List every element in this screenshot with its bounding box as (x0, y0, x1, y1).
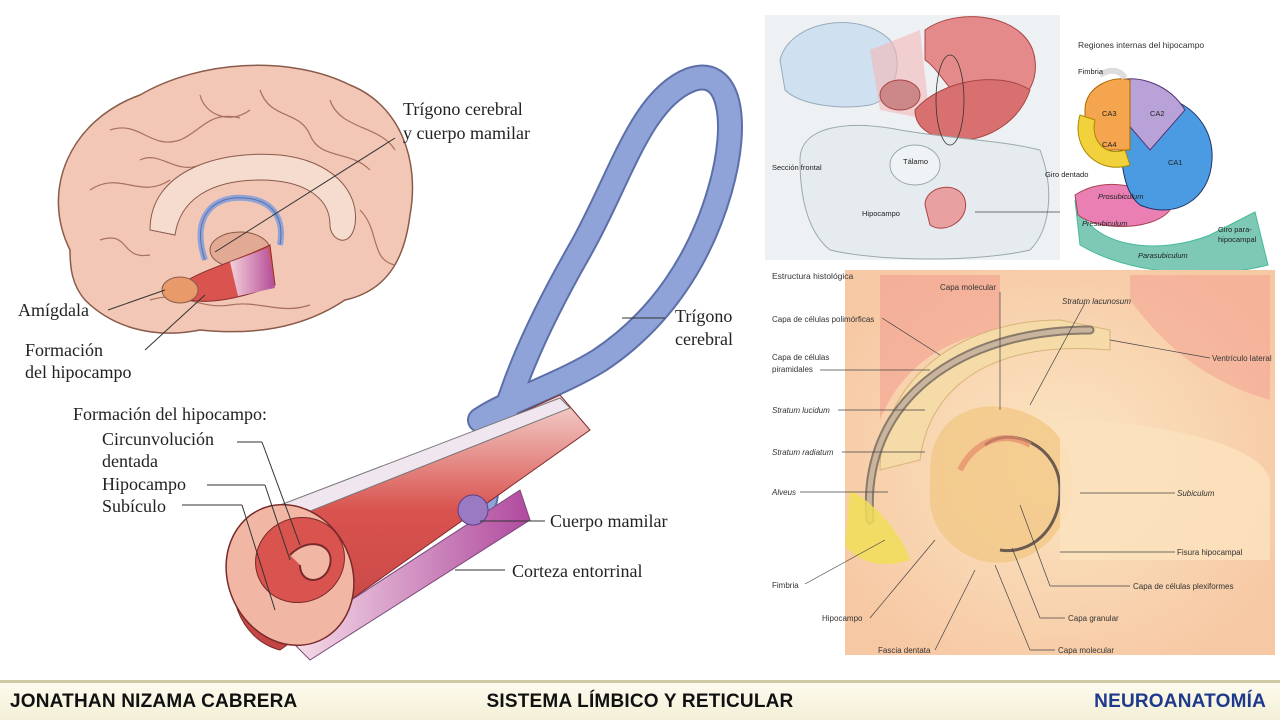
label-trigono-cuerpo-l1: Trígono cerebral (403, 99, 523, 119)
top-right-labels: Regiones internas del hipocampo Fimbria … (772, 40, 1257, 260)
label-amigdala: Amígdala (18, 300, 89, 320)
label-regiones-title: Regiones internas del hipocampo (1078, 40, 1204, 50)
label-trigono-cuerpo-l2: y cuerpo mamilar (403, 123, 530, 143)
label-ca2: CA2 (1150, 109, 1165, 118)
label-parasubiculum: Parasubiculum (1138, 251, 1188, 260)
label-prosubiculum: Prosubiculum (1098, 192, 1143, 201)
hippocampal-regions-illustration (975, 67, 1269, 274)
label-trigono-l1: Trígono (675, 306, 732, 326)
footer-bar: SISTEMA LÍMBICO Y RETICULAR JONATHAN NIZ… (0, 680, 1280, 720)
brain-sagittal-illustration (57, 64, 414, 334)
label-estructura-title: Estructura histológica (772, 271, 854, 281)
label-fascia: Fascia dentata (878, 646, 931, 655)
label-giro-para-l1: Giro para- (1218, 225, 1252, 234)
label-piramidales-l2: piramidales (772, 365, 813, 374)
label-ventriculo: Ventrículo lateral (1212, 354, 1272, 363)
label-giro-para-l2: hipocampal (1218, 235, 1257, 244)
label-trigono-l2: cerebral (675, 329, 733, 349)
footer-topic: SISTEMA LÍMBICO Y RETICULAR (486, 691, 794, 712)
label-subiculum: Subiculum (1177, 489, 1215, 498)
footer-author: JONATHAN NIZAMA CABRERA (10, 691, 298, 712)
label-fisura: Fisura hipocampal (1177, 548, 1243, 557)
histology-illustration (845, 270, 1275, 655)
label-hipocampo-hist: Hipocampo (822, 614, 863, 623)
label-formacion-title: Formación del hipocampo: (73, 404, 267, 424)
neuroanatomy-figure: Trígono cerebral y cuerpo mamilar Amígda… (18, 15, 1275, 661)
label-stratum-lucidum: Stratum lucidum (772, 406, 830, 415)
label-fimbria-top: Fimbria (1078, 67, 1104, 76)
label-subiculo: Subículo (102, 496, 166, 516)
label-giro-dentado: Giro dentado (1045, 170, 1088, 179)
footer-course: NEUROANATOMÍA (1094, 691, 1266, 712)
label-piramidales-l1: Capa de células (772, 353, 829, 362)
label-talamo: Tálamo (903, 157, 928, 166)
label-alveus: Alveus (771, 488, 796, 497)
label-ca3: CA3 (1102, 109, 1117, 118)
left-labels: Trígono cerebral y cuerpo mamilar Amígda… (18, 99, 733, 581)
label-circunvolucion-l1: Circunvolución (102, 429, 214, 449)
label-presubiculum: Presubiculum (1082, 219, 1127, 228)
label-hipocampo: Hipocampo (102, 474, 186, 494)
label-plexiformes: Capa de células plexiformes (1133, 582, 1234, 591)
label-stratum-radiatum: Stratum radiatum (772, 448, 834, 457)
label-polimorficas: Capa de células polimórficas (772, 315, 874, 324)
left-leader-lines (107, 137, 665, 611)
label-fimbria-hist: Fimbria (772, 581, 799, 590)
label-cuerpo-mamilar: Cuerpo mamilar (550, 511, 667, 531)
label-stratum-lacunosum: Stratum lacunosum (1062, 297, 1131, 306)
label-hipocampo-frontal: Hipocampo (862, 209, 900, 218)
label-ca1: CA1 (1168, 158, 1183, 167)
label-capa-molecular-top: Capa molecular (940, 283, 996, 292)
histology-leader-lines (800, 292, 1211, 651)
label-capa-granular: Capa granular (1068, 614, 1119, 623)
label-seccion-frontal: Sección frontal (772, 163, 822, 172)
label-formacion-l1: Formación (25, 340, 103, 360)
label-capa-molecular-bottom: Capa molecular (1058, 646, 1114, 655)
label-ca4: CA4 (1102, 140, 1117, 149)
label-formacion-l2: del hipocampo (25, 362, 131, 382)
label-circunvolucion-l2: dentada (102, 451, 158, 471)
frontal-section-illustration (765, 15, 1060, 260)
label-corteza-entorrinal: Corteza entorrinal (512, 561, 642, 581)
histology-labels: Estructura histológica Capa molecular St… (771, 271, 1272, 655)
fornix-loop-illustration (225, 64, 743, 661)
